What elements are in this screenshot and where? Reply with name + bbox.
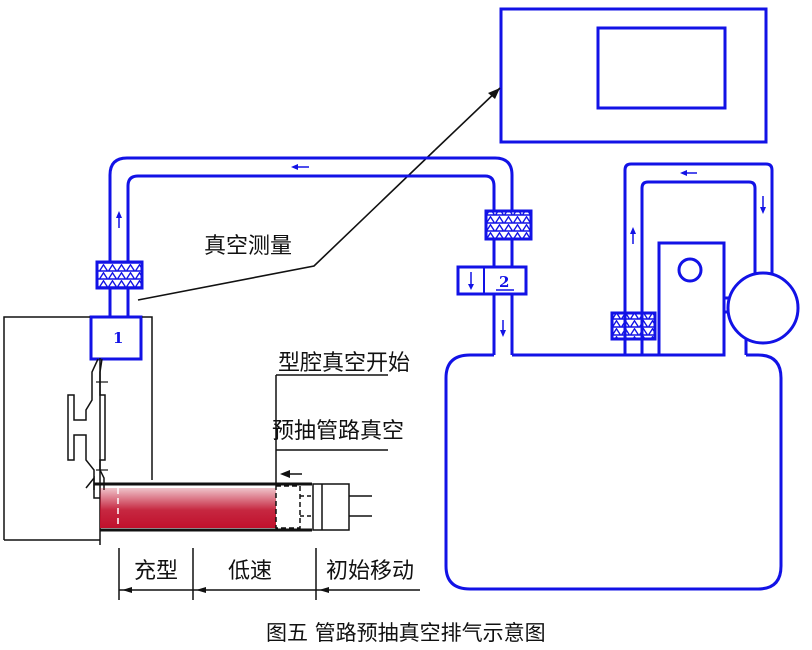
flow-arrow-down-icon (500, 330, 506, 337)
filter-left (95, 260, 144, 290)
phase-initial-move-label: 初始移动 (326, 559, 414, 584)
filter-tank (610, 311, 657, 341)
phase-low-speed-label: 低速 (228, 559, 272, 584)
valve-2: 2 (456, 265, 528, 296)
pump-piping (623, 162, 774, 355)
shot-sleeve (85, 470, 372, 532)
flow-arrow-up-icon (116, 211, 122, 218)
plunger-direction-icon (280, 470, 290, 478)
phase-timeline: 充型 低速 初始移动 (118, 548, 420, 600)
valve-1-label: 1 (113, 329, 123, 347)
phase-fill-label: 充型 (134, 559, 178, 584)
label-vacuum-measure: 真空测量 (204, 234, 292, 259)
valve-1: 1 (89, 315, 143, 361)
molten-metal (100, 488, 276, 528)
vacuum-tank (444, 353, 783, 591)
vacuum-pipeline (108, 156, 514, 355)
label-pre-pump: 预抽管路真空 (272, 375, 404, 484)
plunger (275, 470, 372, 531)
filter-right (484, 209, 533, 241)
valve-2-label: 2 (499, 273, 509, 291)
label-cavity-vacuum-start: 型腔真空开始 (276, 351, 410, 376)
cavity-vacuum-start-label: 型腔真空开始 (278, 351, 410, 376)
signal-line (137, 87, 501, 301)
pre-pump-label: 预抽管路真空 (272, 419, 404, 444)
flow-arrow-left-icon (291, 164, 298, 170)
control-monitor (499, 7, 768, 144)
vacuum-pump (657, 241, 800, 357)
pump-motor (726, 271, 800, 345)
arrow-head-icon (488, 88, 500, 99)
figure-caption: 图五 管路预抽真空排气示意图 (266, 621, 546, 645)
vacuum-measure-label: 真空测量 (204, 234, 292, 259)
